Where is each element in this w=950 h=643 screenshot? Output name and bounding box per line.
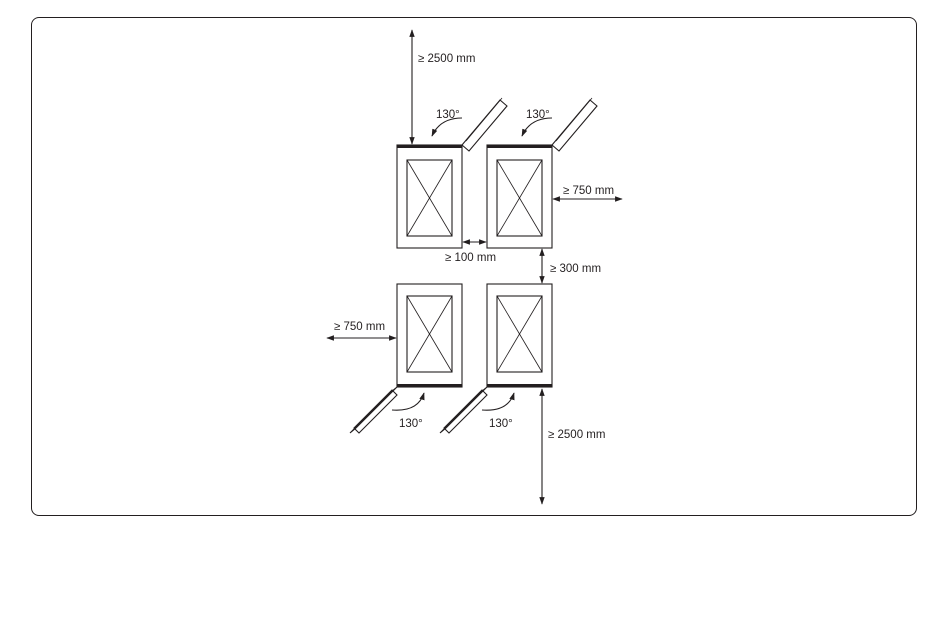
- label-gap-vertical: ≥ 300 mm: [550, 263, 601, 275]
- label-bottom-clearance: ≥ 2500 mm: [548, 429, 605, 441]
- label-top-clearance: ≥ 2500 mm: [418, 53, 475, 65]
- door-bottom-left: [350, 387, 397, 433]
- label-door-angle-top-left: 130°: [436, 109, 460, 121]
- cabinet-top-right: [487, 145, 552, 248]
- door-top-right: [552, 98, 597, 151]
- label-door-angle-bottom-left: 130°: [399, 418, 423, 430]
- label-gap-horizontal: ≥ 100 mm: [445, 252, 496, 264]
- cabinet-bottom-right: [487, 284, 552, 387]
- door-bottom-right: [440, 387, 487, 433]
- cabinet-bottom-left: [397, 284, 462, 387]
- door-top-left: [462, 98, 507, 151]
- cabinet-top-left: [397, 145, 462, 248]
- label-door-angle-top-right: 130°: [526, 109, 550, 121]
- label-right-clearance: ≥ 750 mm: [563, 185, 614, 197]
- label-left-clearance: ≥ 750 mm: [334, 321, 385, 333]
- label-door-angle-bottom-right: 130°: [489, 418, 513, 430]
